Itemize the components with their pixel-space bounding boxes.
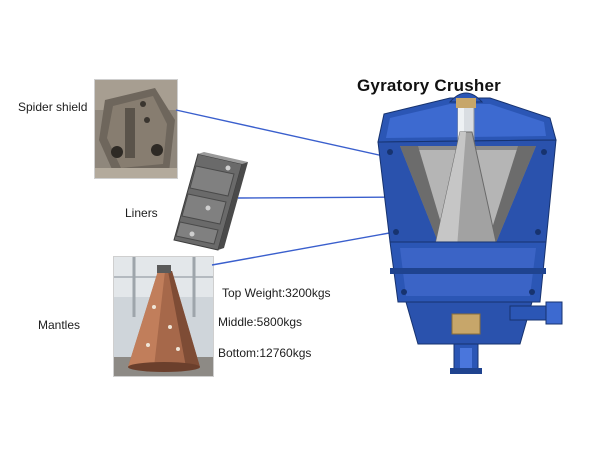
mantles-photo [113, 256, 214, 377]
label-mantles: Mantles [38, 318, 81, 332]
spider-shield-photo [94, 79, 178, 179]
diagram-title: Gyratory Crusher [357, 76, 501, 95]
weight-middle: Middle:5800kgs [218, 315, 303, 329]
gyratory-crusher-illustration [377, 92, 563, 374]
connector-spider-shield [175, 109, 389, 158]
mantle-image [114, 257, 213, 376]
label-liners: Liners [125, 206, 158, 220]
spider-shield-image [95, 80, 177, 178]
weight-top: Top Weight:3200kgs [222, 286, 331, 300]
connector-liners [237, 196, 411, 199]
label-spider-shield: Spider shield [18, 100, 88, 114]
weight-bottom: Bottom:12760kgs [218, 346, 312, 360]
liner-plate-image [173, 152, 248, 251]
